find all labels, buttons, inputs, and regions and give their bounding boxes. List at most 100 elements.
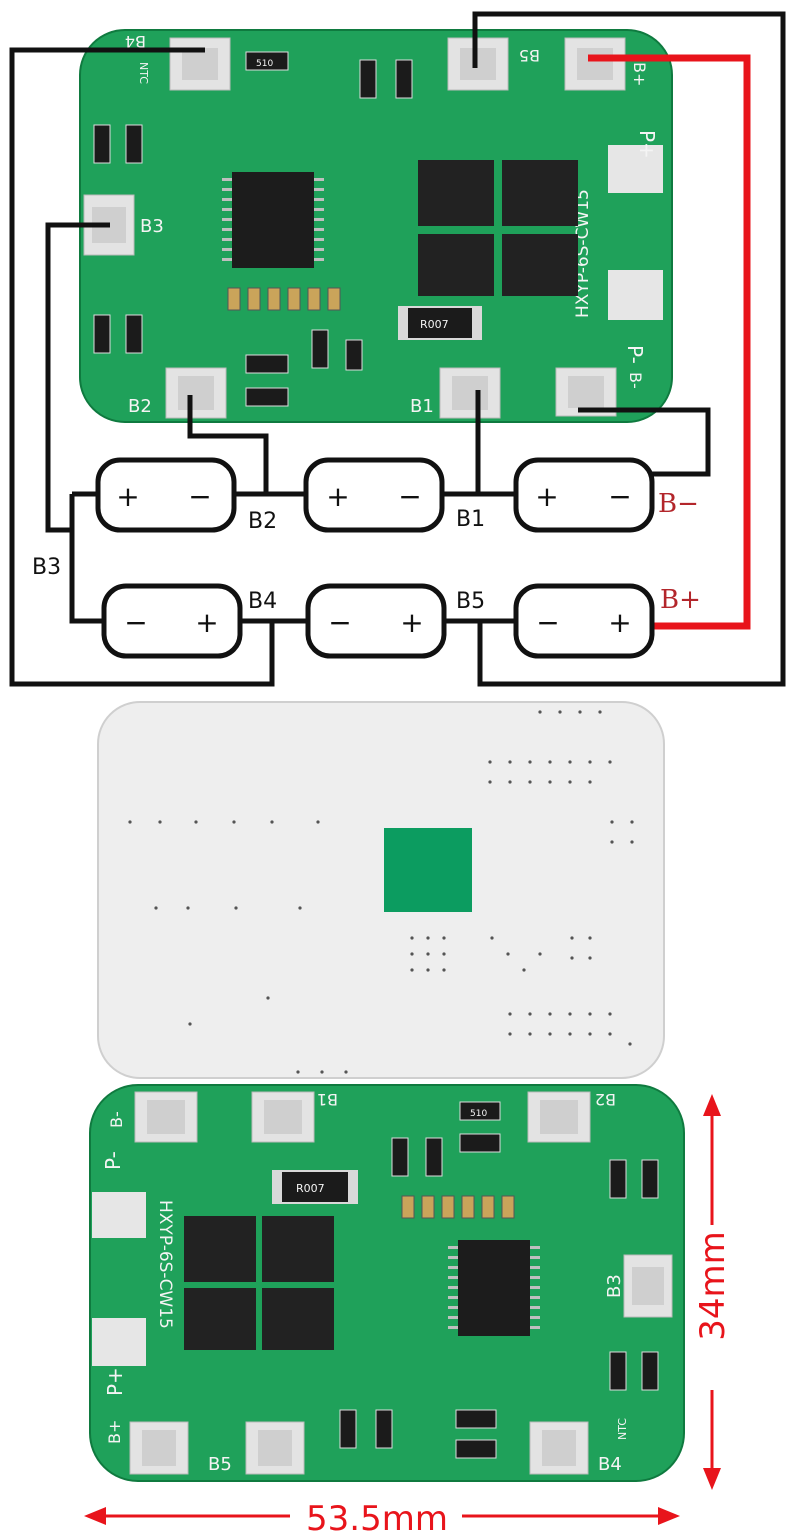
pcb-back-vias xyxy=(128,710,634,1074)
wire-b2 xyxy=(187,395,269,494)
svg-text:B-: B- xyxy=(107,1111,126,1128)
pcb-bottom-capacitors xyxy=(401,1195,515,1219)
pcb-top-resistors: 510 xyxy=(93,51,413,407)
wire-b3 xyxy=(45,222,110,533)
svg-text:R007: R007 xyxy=(420,318,449,331)
pcb-bottom-mosfets xyxy=(184,1216,334,1350)
cell-6: − + xyxy=(513,583,655,659)
svg-text:B2: B2 xyxy=(128,396,152,417)
cell-1: + − xyxy=(95,457,237,533)
cell-row-2: − + − + − + xyxy=(101,583,655,659)
node-label-b5: B5 xyxy=(456,589,485,614)
svg-text:+: + xyxy=(535,480,558,513)
pcb-top: B4 B5 B+ B3 B2 B1 B- P+ P- HXY xyxy=(79,29,673,423)
pcb-top-pad-b2: B2 xyxy=(128,367,227,419)
battery-plus-label: B+ xyxy=(660,585,701,615)
svg-text:−: − xyxy=(124,606,147,639)
wire-b4 xyxy=(9,47,275,687)
dimension-width-arrow-left xyxy=(84,1507,106,1525)
pcb-top-shunt: R007 xyxy=(398,306,482,340)
pcb-bottom-pad-b5: B5 xyxy=(208,1421,305,1475)
pcb-top-ntc-label: NTC xyxy=(137,62,150,84)
pcb-bottom-pad-b2: B2 xyxy=(527,1090,616,1143)
svg-text:510: 510 xyxy=(256,59,273,69)
svg-text:B+: B+ xyxy=(630,62,649,86)
pcb-top-pad-b-plus: B+ xyxy=(564,37,649,91)
wire-b3-bus xyxy=(69,494,105,624)
pcb-bottom-p-plus-label: P+ xyxy=(103,1367,127,1396)
pcb-bottom-pad-b3: B3 xyxy=(604,1254,673,1318)
svg-text:B5: B5 xyxy=(519,46,540,65)
cell-2: + − xyxy=(303,457,445,533)
pcb-back-thermal-pad xyxy=(384,828,472,912)
pcb-bottom-pad-p-plus xyxy=(92,1318,146,1366)
pcb-top-pad-p-plus xyxy=(608,145,663,193)
pcb-top-pad-b4: B4 xyxy=(125,32,231,91)
svg-text:B5: B5 xyxy=(208,1454,232,1475)
svg-text:510: 510 xyxy=(470,1109,487,1119)
svg-text:−: − xyxy=(188,480,211,513)
svg-text:B+: B+ xyxy=(105,1420,124,1444)
cell-5: − + xyxy=(305,583,447,659)
svg-text:B4: B4 xyxy=(125,32,146,51)
pcb-top-capacitors xyxy=(227,287,341,311)
svg-text:B-: B- xyxy=(626,372,645,389)
pcb-top-p-plus-label: P+ xyxy=(635,130,659,159)
svg-text:B1: B1 xyxy=(410,396,434,417)
svg-text:+: + xyxy=(195,606,218,639)
wire-b5 xyxy=(472,11,786,687)
pcb-bottom-ntc-label: NTC xyxy=(616,1418,629,1440)
pcb-bottom-pad-b1: B1 xyxy=(251,1090,338,1143)
dimension-height-arrow-top xyxy=(703,1094,721,1116)
dimension-height: 34mm xyxy=(693,1094,733,1490)
dimension-height-label: 34mm xyxy=(693,1231,733,1341)
pcb-back xyxy=(97,701,665,1079)
cell-row-1: + − + − + − xyxy=(95,457,655,533)
svg-text:+: + xyxy=(326,480,349,513)
svg-text:−: − xyxy=(328,606,351,639)
pcb-top-pad-p-minus xyxy=(608,270,663,320)
svg-text:B3: B3 xyxy=(140,216,164,237)
pcb-bottom-marking: HXYP-6S-CW15 xyxy=(155,1200,175,1329)
node-label-b1: B1 xyxy=(456,507,485,532)
svg-text:B4: B4 xyxy=(598,1454,622,1475)
pcb-bottom: B- B1 B2 B3 B+ B5 B4 P- P+ HXYP-6S- xyxy=(89,1084,685,1482)
pcb-top-pad-b1: B1 xyxy=(410,367,501,419)
pcb-bottom-controller-ic xyxy=(448,1240,540,1336)
svg-text:+: + xyxy=(116,480,139,513)
cell-3: + − xyxy=(513,457,655,533)
svg-text:+: + xyxy=(608,606,631,639)
battery-minus-label: B− xyxy=(658,489,699,519)
svg-text:−: − xyxy=(398,480,421,513)
node-label-b4: B4 xyxy=(248,589,277,614)
pcb-bottom-pad-p-minus xyxy=(92,1192,146,1238)
svg-text:R007: R007 xyxy=(296,1182,325,1195)
svg-text:−: − xyxy=(608,480,631,513)
pcb-top-controller-ic xyxy=(222,172,324,268)
pcb-bottom-pad-b4: B4 xyxy=(529,1421,622,1475)
pcb-top-mosfets xyxy=(418,160,578,296)
pcb-bottom-p-minus-label: P- xyxy=(101,1151,125,1170)
dimension-width: 53.5mm xyxy=(84,1499,680,1538)
wiring-diagram xyxy=(9,11,786,687)
pcb-top-pad-b5: B5 xyxy=(447,37,540,91)
dimension-width-arrow-right xyxy=(658,1507,680,1525)
pcb-bottom-pad-b-minus: B- xyxy=(107,1091,198,1143)
pcb-bottom-shunt: R007 xyxy=(272,1170,358,1204)
svg-text:B1: B1 xyxy=(317,1090,338,1109)
cell-4: − + xyxy=(101,583,243,659)
dimension-height-arrow-bottom xyxy=(703,1468,721,1490)
pcb-bottom-pad-b-plus: B+ xyxy=(105,1420,189,1475)
wire-b-minus xyxy=(578,407,711,477)
svg-text:−: − xyxy=(536,606,559,639)
dimension-width-label: 53.5mm xyxy=(306,1499,448,1538)
node-label-b2: B2 xyxy=(248,509,277,534)
wire-b-plus xyxy=(588,54,751,630)
svg-text:B3: B3 xyxy=(604,1274,625,1298)
pcb-top-p-minus-label: P- xyxy=(623,345,647,364)
svg-text:+: + xyxy=(400,606,423,639)
node-label-b3: B3 xyxy=(32,555,61,580)
pcb-bottom-resistors: 510 xyxy=(339,1101,659,1459)
svg-text:B2: B2 xyxy=(595,1090,616,1109)
